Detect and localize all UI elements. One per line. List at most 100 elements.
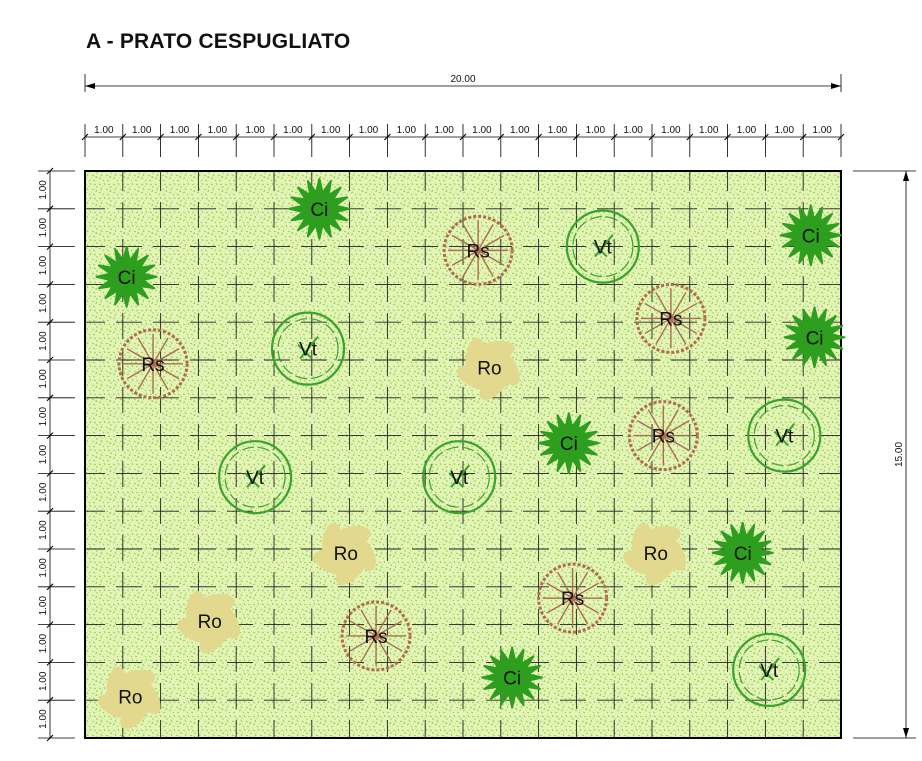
module-width-label: 1.00 [737,125,757,136]
module-height-label: 1.00 [38,218,49,238]
plant-code-label: Ro [334,544,358,565]
shrub-core [302,192,336,226]
module-width-label: 1.00 [94,125,114,136]
module-width-label: 1.00 [208,125,228,136]
dimension-tick [308,133,316,141]
shrub-core [726,536,760,570]
dimension-tick [46,243,54,250]
dimension-tick [46,470,54,477]
rose-branch [662,434,690,452]
rosemary-petal [195,594,235,616]
vine-stroke [594,233,614,258]
rose-branch [152,363,169,391]
module-width-label: 1.00 [623,125,643,136]
vine-outline [732,632,807,708]
dimension-tick [421,133,429,141]
plant-code-label: Ci [806,328,824,349]
rose-branch [462,250,479,277]
plant-ci: Ci [95,245,158,308]
plant-ci: Ci [288,177,351,240]
rose-branch [662,435,679,462]
dimension-tick [232,133,240,141]
module-width-label: 1.00 [510,125,530,136]
module-height-label: 1.00 [38,596,49,616]
vine-inner-ring [753,405,815,467]
module-width-label: 1.00 [132,125,152,136]
vine-stroke [760,657,780,681]
rosemary-petal [645,552,677,586]
plant-rs: Rs [117,328,189,400]
plant-code-label: Vt [775,427,794,448]
plant-rs: Rs [537,562,609,634]
vine-inner-ring [277,318,339,380]
arrowhead [903,171,909,181]
vine-stroke [299,336,319,360]
dimension-tick [459,133,467,141]
rosemary-core [335,542,356,563]
rose-branch [662,419,690,437]
module-width-label: 1.00 [321,125,341,136]
dimension-tick [46,659,54,666]
shrub-core [110,260,144,294]
dimension-tick [270,133,278,141]
plant-vt: Vt [422,440,497,515]
rose-outline [442,214,514,286]
dimension-tick [384,133,391,141]
rose-branch [349,635,377,652]
plant-rs: Rs [442,214,514,286]
rose-branch [670,302,698,320]
plant-ro: Ro [177,590,240,654]
rose-branch [477,224,494,251]
module-height-label: 1.00 [38,407,49,427]
vine-outline [747,398,822,473]
vine-inner-ring [428,446,490,508]
plant-code-label: Vt [760,661,779,682]
rose-branch [477,250,494,277]
module-height-label: 1.00 [38,331,49,351]
module-height-label: 1.00 [38,558,49,578]
rose-outline [117,328,189,400]
module-height-label: 1.00 [38,709,49,729]
rosemary-petal [641,525,681,548]
plant-rs: Rs [340,600,412,672]
module-width-label: 1.00 [586,125,606,136]
rosemary-core [645,542,666,563]
plant-code-label: Rs [561,589,584,610]
vine-stroke [244,472,260,488]
vine-outline [565,209,640,284]
plant-rs: Rs [627,400,699,472]
rosemary-core [479,357,500,378]
dimension-tick [762,133,769,141]
plan-title: A - PRATO CESPUGLIATO [86,30,351,53]
rose-branch [644,317,672,335]
module-height-label: 1.00 [38,482,49,502]
vine-stroke [758,665,774,681]
dimension-tick [46,281,54,288]
dimension-tick [119,133,127,141]
module-width-label: 1.00 [397,125,417,136]
plant-ci: Ci [711,521,774,584]
plant-code-label: Ci [118,268,136,289]
module-width-label: 1.00 [170,125,190,136]
rosemary-core [199,610,220,631]
plant-code-label: Ro [644,544,668,565]
rose-branch [647,409,664,436]
rosemary-petal [199,620,231,654]
rose-branch [572,571,589,599]
rose-branch [637,419,664,437]
plant-code-label: Vt [246,468,265,489]
dimension-tick [46,734,54,742]
vine-inner-ring [738,639,800,701]
plant-code-label: Rs [141,355,164,376]
rose-outline [537,562,609,634]
plant-vt: Vt [732,632,807,708]
rose-branch [375,609,392,637]
module-width-label: 1.00 [283,125,303,136]
plant-ci: Ci [537,412,600,475]
module-width-label: 1.00 [434,125,454,136]
plant-code-label: Ro [118,687,142,708]
rose-branch [572,582,599,599]
dimension-tick [46,356,54,364]
rose-branch [349,620,377,637]
